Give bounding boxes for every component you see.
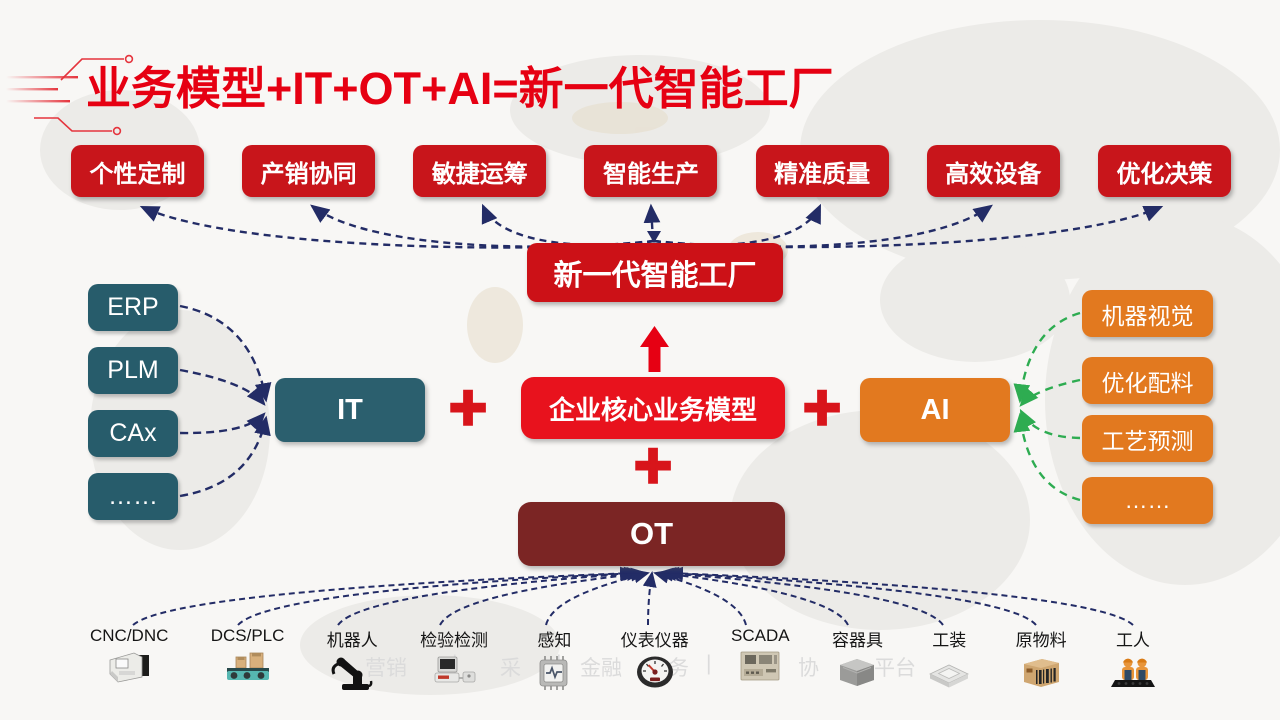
device-scada: SCADA xyxy=(731,626,790,694)
device-to-ot-arrows xyxy=(132,566,1134,626)
watermark-segment: 务 xyxy=(668,657,689,680)
device-sensing: 感知 xyxy=(530,626,578,694)
device-container: 容器具 xyxy=(832,626,883,694)
device-label: 工装 xyxy=(932,631,967,650)
device-cnc-dnc: CNC/DNC xyxy=(90,626,168,694)
capability-box-efficient-equipment: 高效设备 xyxy=(926,145,1060,197)
watermark-segment: | xyxy=(706,652,712,675)
container-icon xyxy=(840,659,875,686)
ai-capability-machine-vision: 机器视觉 xyxy=(1082,290,1213,337)
device-inspection: 检验检测 xyxy=(420,626,488,694)
conveyor-icon xyxy=(226,652,269,680)
device-label: CNC/DNC xyxy=(90,626,169,645)
page-title: 业务模型+IT+OT+AI=新一代智能工厂 xyxy=(86,63,834,114)
ai-capability-process-prediction: 工艺预测 xyxy=(1082,415,1213,462)
capability-box-optimized-decision: 优化决策 xyxy=(1097,145,1231,197)
down-arrowhead xyxy=(647,231,661,243)
device-worker: 工人 xyxy=(1109,626,1157,694)
ai-box: AI xyxy=(860,378,1010,442)
capability-row: 个性定制 产销协同 敏捷运筹 智能生产 精准质量 高效设备 优化决策 xyxy=(71,145,1231,197)
scada-panel-icon xyxy=(740,651,780,681)
capability-box-agile-logistics: 敏捷运筹 xyxy=(413,145,547,197)
red-up-arrow xyxy=(640,326,669,372)
device-label: DCS/PLC xyxy=(210,626,285,645)
device-raw-material: 原物料 xyxy=(1016,626,1067,694)
plus-operator-2: + xyxy=(801,369,842,444)
device-label: 原物料 xyxy=(1015,631,1067,650)
watermark-segment: 金融 xyxy=(580,657,622,680)
plus-operator-1: + xyxy=(447,369,488,444)
device-dcs-plc: DCS/PLC xyxy=(210,626,285,694)
it-source-more: …… xyxy=(88,473,178,520)
ai-capability-more: …… xyxy=(1082,477,1213,524)
workers-icon xyxy=(1110,658,1155,687)
device-robot: 机器人 xyxy=(327,626,378,694)
capability-box-smart-production: 智能生产 xyxy=(584,145,718,197)
it-source-arrows xyxy=(179,304,272,498)
ai-capability-arrows xyxy=(1013,311,1081,502)
it-box: IT xyxy=(275,378,425,442)
ot-box: OT xyxy=(518,502,785,566)
plus-operator-3: + xyxy=(632,427,673,502)
it-source-cax: CAx xyxy=(88,410,178,457)
ai-capability-optimized-batching: 优化配料 xyxy=(1082,357,1213,404)
it-source-erp: ERP xyxy=(88,284,178,331)
device-label: 机器人 xyxy=(326,631,378,650)
device-label: 感知 xyxy=(537,631,572,650)
ot-device-row: CNC/DNC DCS/PLC xyxy=(90,626,1157,694)
cnc-machine-icon xyxy=(109,652,150,683)
gauge-icon xyxy=(636,656,673,688)
capability-box-sales-production: 产销协同 xyxy=(242,145,376,197)
inspection-device-icon xyxy=(434,656,476,683)
watermark-segment: 平台 xyxy=(874,657,916,680)
capability-box-precise-quality: 精准质量 xyxy=(755,145,889,197)
device-label: 容器具 xyxy=(831,631,883,650)
device-label: 检验检测 xyxy=(420,631,489,650)
robot-arm-icon xyxy=(331,657,373,690)
device-label: 工人 xyxy=(1115,631,1150,650)
raw-material-icon xyxy=(1024,659,1060,687)
device-instrument: 仪表仪器 xyxy=(621,626,689,694)
factory-to-capability-arrows xyxy=(139,203,1164,249)
smart-factory-box: 新一代智能工厂 xyxy=(527,243,783,302)
device-label: SCADA xyxy=(731,626,790,645)
capability-box-personalization: 个性定制 xyxy=(71,145,204,197)
it-source-plm: PLM xyxy=(88,347,178,394)
sensor-chip-icon xyxy=(539,656,568,690)
device-fixture: 工装 xyxy=(925,626,973,694)
watermark-segment: 协 xyxy=(798,657,819,680)
device-label: 仪表仪器 xyxy=(620,631,689,650)
fixture-icon xyxy=(929,664,970,688)
